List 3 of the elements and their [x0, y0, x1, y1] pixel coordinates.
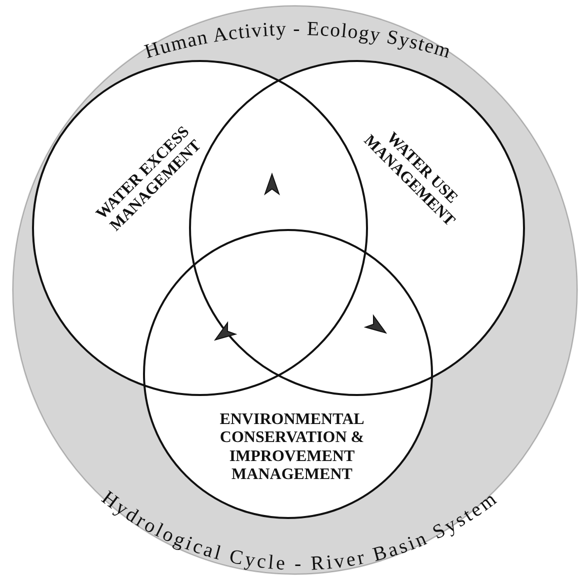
ring-label: Human Activity - Ecology System — [142, 18, 454, 64]
circle-label: ENVIRONMENTAL CONSERVATION & IMPROVEMENT MANAGEMENT — [218, 411, 366, 485]
outer-system-ellipse — [12, 5, 578, 575]
